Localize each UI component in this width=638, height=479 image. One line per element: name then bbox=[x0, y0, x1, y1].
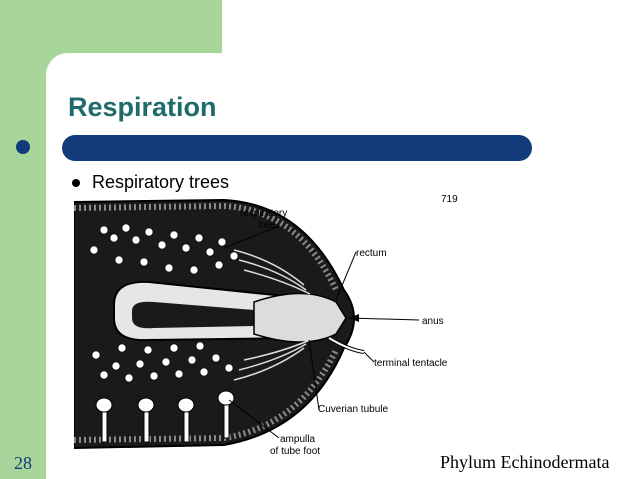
tube-feet bbox=[95, 390, 235, 443]
label-cuverian-tubule: Cuverian tubule bbox=[318, 404, 388, 415]
holothurian-diagram: 719 respiratory tree rectum anus termina… bbox=[74, 194, 458, 457]
page-number: 28 bbox=[14, 453, 32, 473]
label-rectum: rectum bbox=[356, 248, 387, 259]
title-underline-bar bbox=[62, 135, 532, 161]
label-respiratory-tree: respiratory bbox=[240, 208, 287, 219]
slide-title: Respiration bbox=[68, 92, 217, 122]
respiratory-tree-lower bbox=[91, 341, 234, 383]
bullet-text: Respiratory trees bbox=[92, 172, 230, 192]
leader-lines bbox=[223, 225, 420, 439]
label-anus: anus bbox=[422, 316, 444, 327]
anus-arrowhead bbox=[349, 314, 359, 322]
terminal-tentacle-fill bbox=[328, 337, 365, 353]
label-ampulla: ampulla bbox=[280, 434, 315, 445]
label-ampulla-2: of tube foot bbox=[270, 446, 320, 457]
body-wall-stipple bbox=[74, 202, 339, 292]
label-respiratory-tree-2: tree bbox=[258, 220, 276, 231]
title-bar-dot bbox=[16, 140, 30, 154]
rectum bbox=[253, 292, 347, 343]
bullet-item: Respiratory trees bbox=[72, 172, 229, 193]
respiratory-tree-upper bbox=[89, 223, 239, 275]
label-terminal-tentacle: terminal tentacle bbox=[374, 358, 448, 369]
page-reference: 719 bbox=[441, 194, 458, 205]
intestine-inner bbox=[132, 301, 259, 329]
bullet-icon bbox=[72, 179, 80, 188]
mesentery-strands bbox=[233, 249, 311, 381]
footer-title: Phylum Echinodermata bbox=[440, 452, 610, 472]
body-wall-stipple-lower bbox=[74, 348, 339, 443]
